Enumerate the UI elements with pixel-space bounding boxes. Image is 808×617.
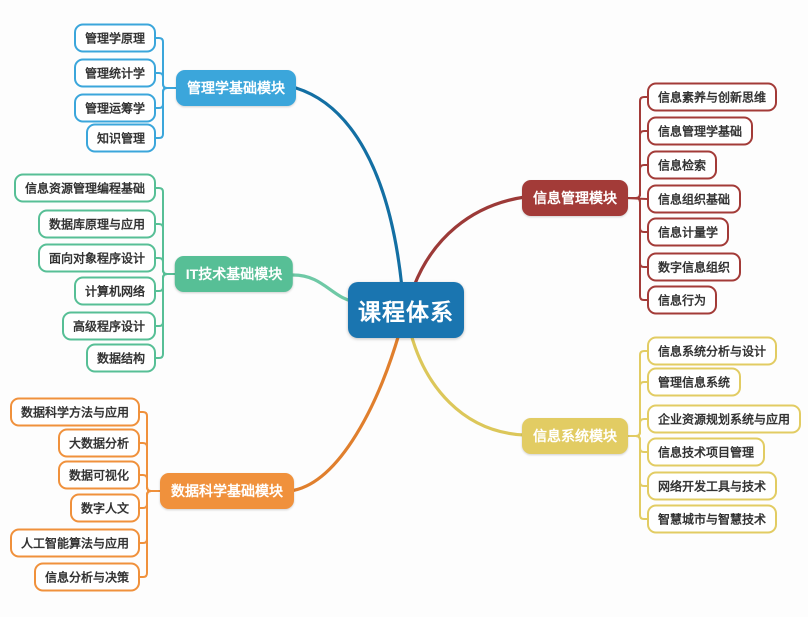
topic-node[interactable]: 知识管理 <box>85 123 156 153</box>
branch-data-science-basics[interactable]: 数据科学基础模块 <box>160 473 294 509</box>
topic-node[interactable]: 数据可视化 <box>57 460 140 490</box>
topic-node[interactable]: 管理运筹学 <box>73 93 156 123</box>
topic-node[interactable]: 人工智能算法与应用 <box>9 528 140 558</box>
topic-node[interactable]: 数据科学方法与应用 <box>9 397 140 427</box>
topic-node[interactable]: 网络开发工具与技术 <box>647 471 778 501</box>
topic-node[interactable]: 信息资源管理编程基础 <box>13 173 156 203</box>
branch-info-systems[interactable]: 信息系统模块 <box>522 418 628 454</box>
central-topic[interactable]: 课程体系 <box>348 282 464 338</box>
topic-node[interactable]: 信息系统分析与设计 <box>647 336 778 366</box>
topic-node[interactable]: 数字人文 <box>69 493 140 523</box>
topic-node[interactable]: 智慧城市与智慧技术 <box>647 504 778 534</box>
topic-node[interactable]: 数据结构 <box>85 343 156 373</box>
topic-node[interactable]: 管理统计学 <box>73 58 156 88</box>
topic-node[interactable]: 信息行为 <box>647 285 718 315</box>
topic-node[interactable]: 信息组织基础 <box>647 184 742 214</box>
topic-node[interactable]: 计算机网络 <box>73 276 156 306</box>
topic-node[interactable]: 管理学原理 <box>73 23 156 53</box>
topic-node[interactable]: 信息检索 <box>647 150 718 180</box>
topic-node[interactable]: 信息计量学 <box>647 217 730 247</box>
topic-node[interactable]: 信息管理学基础 <box>647 116 754 146</box>
branch-it-basics[interactable]: IT技术基础模块 <box>174 256 294 292</box>
topic-node[interactable]: 数据库原理与应用 <box>37 209 156 239</box>
topic-node[interactable]: 信息技术项目管理 <box>647 437 766 467</box>
topic-node[interactable]: 企业资源规划系统与应用 <box>647 404 802 434</box>
topic-node[interactable]: 面向对象程序设计 <box>37 243 156 273</box>
topic-node[interactable]: 信息分析与决策 <box>33 562 140 592</box>
topic-node[interactable]: 大数据分析 <box>57 428 140 458</box>
topic-node[interactable]: 管理信息系统 <box>647 367 742 397</box>
branch-management-basics[interactable]: 管理学基础模块 <box>176 70 296 106</box>
topic-node[interactable]: 信息素养与创新思维 <box>647 82 778 112</box>
branch-info-management[interactable]: 信息管理模块 <box>522 180 628 216</box>
topic-node[interactable]: 高级程序设计 <box>61 311 156 341</box>
topic-node[interactable]: 数字信息组织 <box>647 252 742 282</box>
